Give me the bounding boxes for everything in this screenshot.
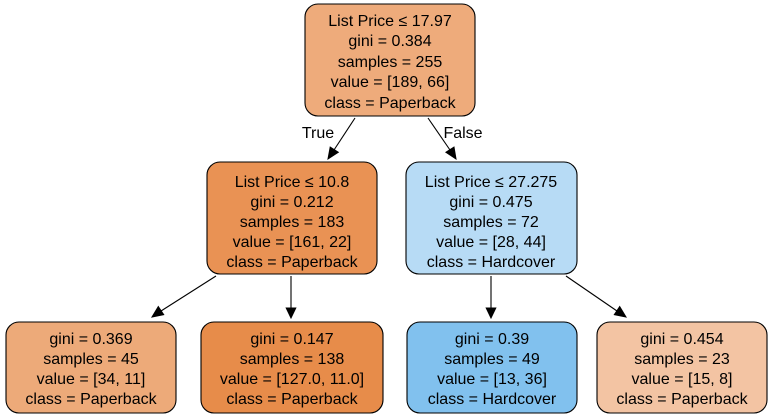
node-line: samples = 45 bbox=[43, 351, 139, 368]
node-line: class = Paperback bbox=[25, 391, 157, 408]
edge-label-true: True bbox=[302, 125, 334, 142]
node-line: gini = 0.39 bbox=[455, 331, 529, 348]
node-line: value = [189, 66] bbox=[331, 74, 450, 91]
node-line: gini = 0.369 bbox=[49, 331, 132, 348]
edge-left-to-leaf2 bbox=[285, 276, 297, 320]
node-line: List Price ≤ 10.8 bbox=[235, 174, 350, 191]
tree-node-leaf2: gini = 0.147 samples = 138 value = [127.… bbox=[200, 321, 384, 414]
node-line: value = [28, 44] bbox=[436, 234, 546, 251]
tree-node-leaf1: gini = 0.369 samples = 45 value = [34, 1… bbox=[5, 321, 177, 414]
node-line: gini = 0.384 bbox=[348, 33, 431, 50]
tree-node-leaf4: gini = 0.454 samples = 23 value = [15, 8… bbox=[596, 321, 768, 414]
node-line: value = [34, 11] bbox=[37, 371, 146, 388]
node-line: class = Paperback bbox=[226, 391, 358, 408]
tree-node-root: List Price ≤ 17.97 gini = 0.384 samples … bbox=[304, 3, 476, 117]
node-line: class = Paperback bbox=[324, 95, 456, 112]
node-line: value = [15, 8] bbox=[632, 371, 733, 388]
node-line: samples = 183 bbox=[240, 214, 345, 231]
node-line: value = [13, 36] bbox=[437, 371, 547, 388]
edge-right-to-leaf4 bbox=[565, 275, 628, 318]
node-line: class = Paperback bbox=[226, 254, 358, 271]
edge-root-to-right bbox=[427, 117, 457, 161]
node-line: class = Paperback bbox=[616, 391, 748, 408]
node-line: gini = 0.147 bbox=[250, 331, 333, 348]
node-line: samples = 255 bbox=[338, 54, 443, 71]
edge-root-to-left bbox=[327, 117, 356, 161]
node-line: List Price ≤ 17.97 bbox=[328, 13, 452, 30]
node-line: value = [161, 22] bbox=[233, 234, 352, 251]
tree-node-leaf3: gini = 0.39 samples = 49 value = [13, 36… bbox=[406, 321, 578, 414]
node-line: gini = 0.475 bbox=[449, 194, 532, 211]
edge-label-false: False bbox=[443, 125, 482, 142]
edge-right-to-leaf3 bbox=[485, 276, 497, 320]
node-line: List Price ≤ 27.275 bbox=[425, 174, 558, 191]
node-line: samples = 23 bbox=[634, 351, 730, 368]
node-line: gini = 0.212 bbox=[250, 194, 333, 211]
node-line: value = [127.0, 11.0] bbox=[220, 371, 364, 388]
tree-node-right: List Price ≤ 27.275 gini = 0.475 samples… bbox=[405, 161, 578, 275]
edge-left-to-leaf1 bbox=[150, 275, 217, 318]
node-line: samples = 72 bbox=[443, 214, 539, 231]
node-line: samples = 138 bbox=[240, 351, 345, 368]
node-line: samples = 49 bbox=[444, 351, 540, 368]
node-line: class = Hardcover bbox=[428, 391, 557, 408]
tree-node-left: List Price ≤ 10.8 gini = 0.212 samples =… bbox=[206, 161, 378, 275]
node-line: gini = 0.454 bbox=[640, 331, 723, 348]
node-line: class = Hardcover bbox=[427, 254, 556, 271]
